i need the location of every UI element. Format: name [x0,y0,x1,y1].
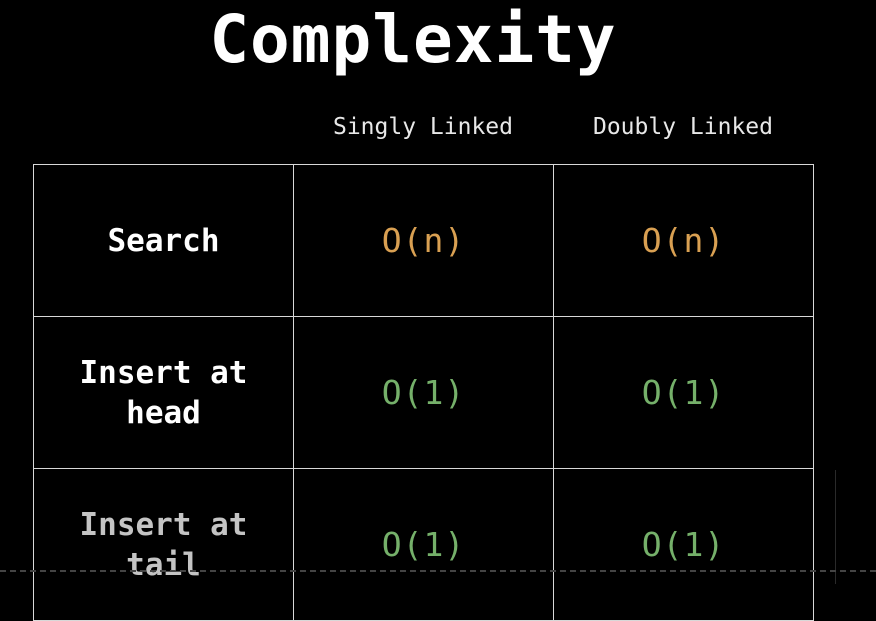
frame-edge [835,470,836,584]
complexity-value: O(n) [381,220,466,260]
dashed-divider [0,570,876,572]
row-label-line: tail [126,546,201,583]
complexity-value: O(1) [641,372,726,412]
complexity-table: Search O(n) O(n) Insert at head O(1) O(1… [33,164,814,621]
row-label-cell: Insert at head [33,316,294,469]
row-label-cell: Insert at tail [33,468,294,621]
row-label-line: head [126,394,201,431]
table-row: Search O(n) O(n) [33,164,814,317]
row-label-search: Search [108,221,220,261]
row-label-line: Insert at [79,354,248,391]
row-label-line: Search [107,222,220,259]
complexity-value: O(1) [381,524,466,564]
table-row: Insert at head O(1) O(1) [33,316,814,469]
column-header-singly-linked: Singly Linked [332,114,513,140]
singly-complexity-cell: O(1) [293,468,554,621]
slide-title: Complexity [209,1,617,78]
row-label-insert-at-tail: Insert at tail [80,505,248,585]
row-label-line: Insert at [79,506,248,543]
singly-complexity-cell: O(1) [293,316,554,469]
singly-complexity-cell: O(n) [293,164,554,317]
doubly-complexity-cell: O(1) [553,468,814,621]
complexity-value: O(1) [641,524,726,564]
table-row: Insert at tail O(1) O(1) [33,468,814,621]
column-header-doubly-linked: Doubly Linked [592,114,773,140]
row-label-cell: Search [33,164,294,317]
complexity-value: O(1) [381,372,466,412]
doubly-complexity-cell: O(n) [553,164,814,317]
row-label-insert-at-head: Insert at head [80,353,248,433]
doubly-complexity-cell: O(1) [553,316,814,469]
complexity-value: O(n) [641,220,726,260]
